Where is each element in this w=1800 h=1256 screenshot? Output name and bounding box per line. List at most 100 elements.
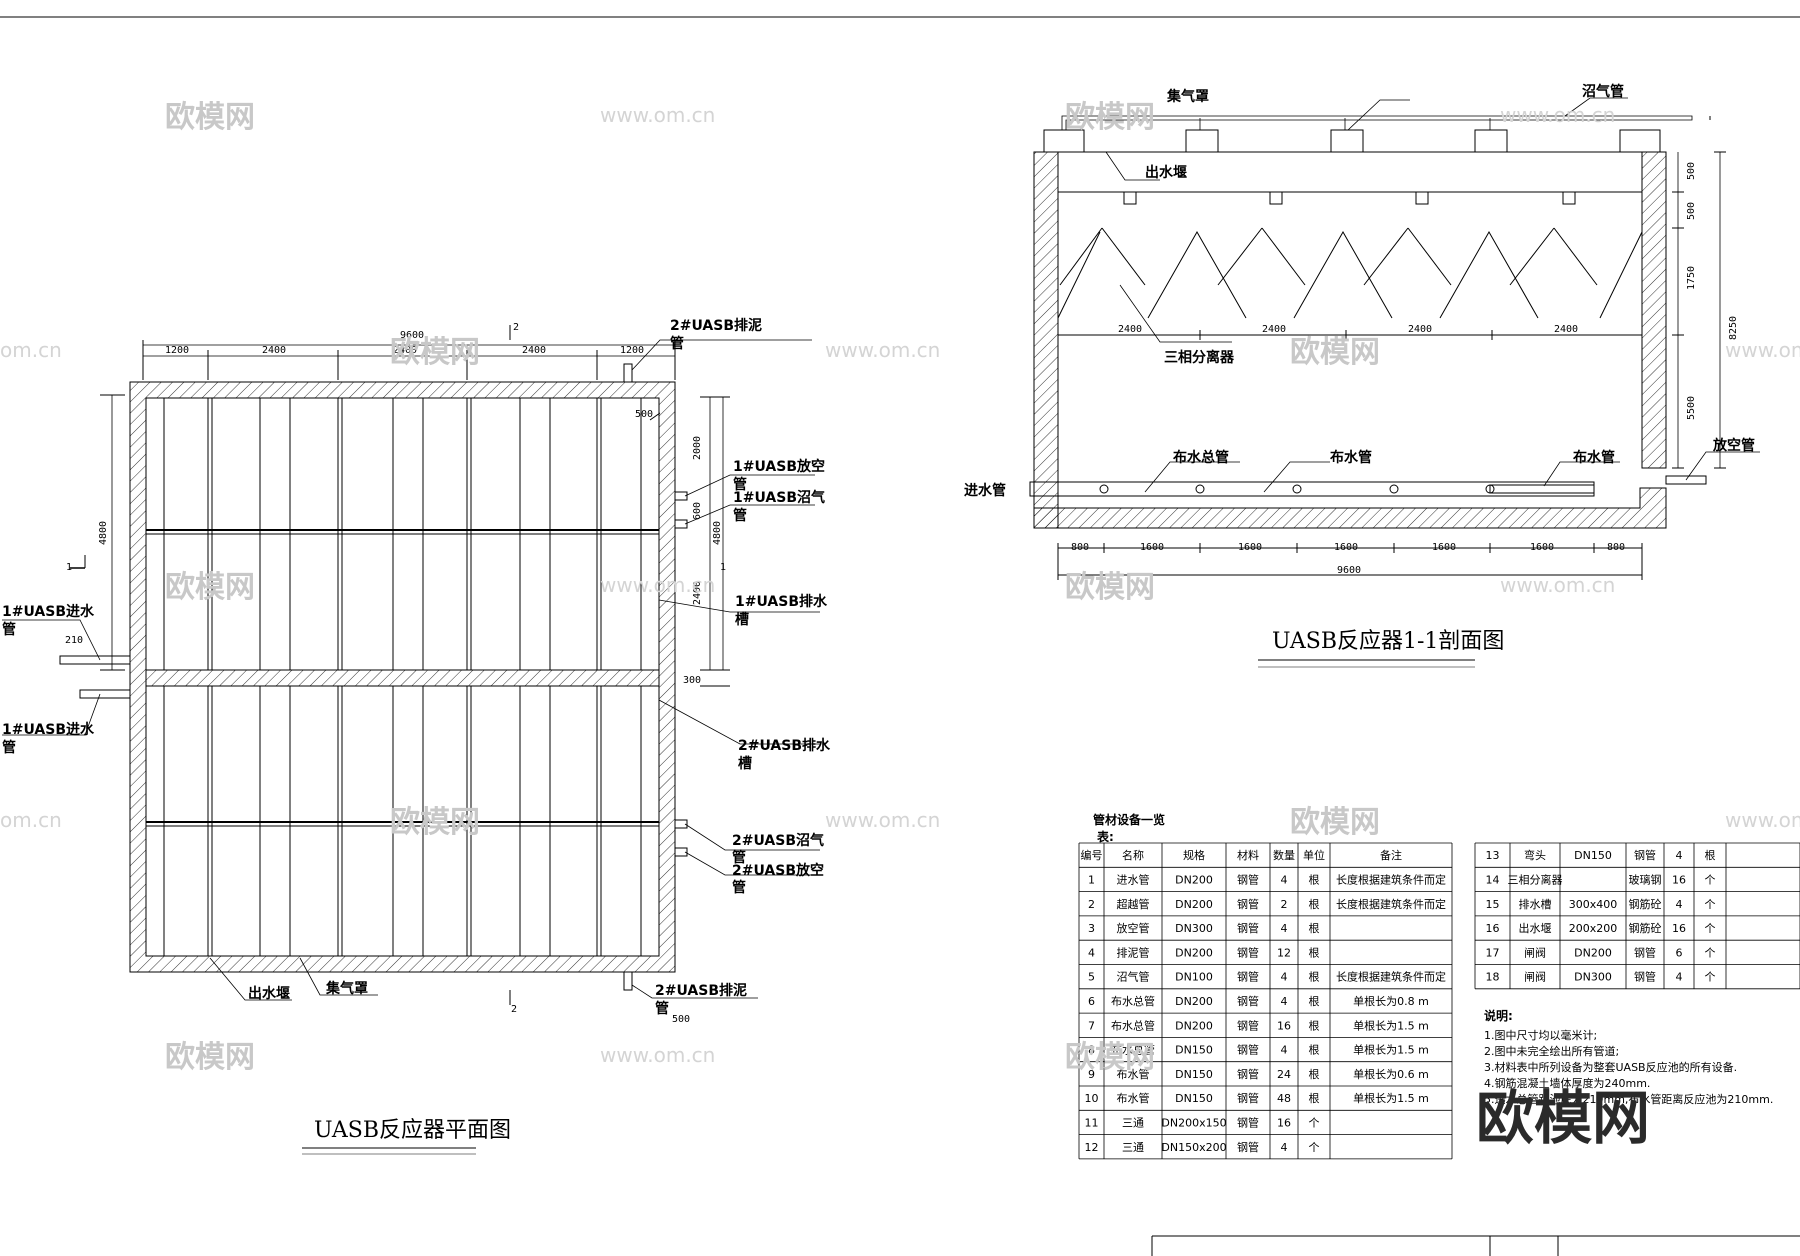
note-4: 4.钢筋混凝土墙体厚度为240mm. <box>1484 1076 1650 1090</box>
sec-sep-dim-3: 2400 <box>1408 324 1432 335</box>
table-cell: 200x200 <box>1569 922 1618 935</box>
plan-dim-5: 1200 <box>620 345 644 356</box>
table-cell: 单根长为1.5 m <box>1353 1043 1429 1057</box>
table-cell: 12 <box>1277 946 1291 959</box>
label-drain1: 1#UASB排水 <box>735 593 828 610</box>
watermark-logo: 欧模网 <box>165 100 255 135</box>
label-outlet-weir: 出水堰 <box>248 985 290 1002</box>
big-watermark: 欧模网 <box>1476 1084 1650 1152</box>
table-cell: 24 <box>1277 1068 1291 1081</box>
watermark-logo: 欧模网 <box>390 335 480 370</box>
watermark-logo: 欧模网 <box>1290 335 1380 370</box>
section-mark-right: 1 <box>720 562 726 573</box>
sec-right-dim-2: 500 <box>1686 202 1697 220</box>
table-cell: 2 <box>1281 898 1288 911</box>
note-1: 1.图中尺寸均以毫米计; <box>1484 1028 1597 1042</box>
table-cell: 布水管 <box>1117 1067 1150 1081</box>
table-cell: 根 <box>1309 1067 1320 1081</box>
table-cell: 根 <box>1309 1018 1320 1032</box>
notes-heading: 说明: <box>1484 1008 1513 1023</box>
sec-right-dim-3: 1750 <box>1686 266 1697 290</box>
sec-sep-dim-1: 2400 <box>1118 324 1142 335</box>
table-cell: 个 <box>1309 1116 1320 1129</box>
sec-label-separator: 三相分离器 <box>1164 349 1235 366</box>
table-cell: 三通 <box>1122 1141 1144 1154</box>
table-cell: 9 <box>1088 1068 1095 1081</box>
plan-right-dim-3: 4800 <box>712 521 723 545</box>
label-inlet1a-2: 管 <box>2 621 16 638</box>
sec-label-main-distributor: 布水总管 <box>1173 449 1229 466</box>
table-title: 管材设备一览 <box>1093 812 1165 827</box>
title-block <box>1151 1235 1800 1256</box>
table-cell: 弯头 <box>1524 848 1546 862</box>
sec-bottom-dim-3: 1600 <box>1238 542 1262 553</box>
sec-bottom-dim-7: 800 <box>1607 542 1625 553</box>
table-cell: 钢管 <box>1237 1091 1259 1105</box>
sec-label-distributor-1: 布水管 <box>1330 449 1372 466</box>
sec-bottom-dim-6: 1600 <box>1530 542 1554 553</box>
table-cell: 长度根据建筑条件而定 <box>1336 970 1446 984</box>
table-cell: 根 <box>1309 970 1320 984</box>
table-cell: 个 <box>1705 898 1716 911</box>
table-cell: 根 <box>1309 945 1320 959</box>
table-header-cell: 规格 <box>1183 848 1205 862</box>
table-cell: 4 <box>1281 971 1288 984</box>
watermark-logo: 欧模网 <box>390 805 480 840</box>
table-cell: 排水槽 <box>1519 897 1552 911</box>
label-sludge2-bot-2: 管 <box>655 1000 669 1017</box>
watermark-frag: om.cn <box>0 808 62 832</box>
table-cell: 钢筋砼 <box>1629 897 1662 911</box>
table-cell: 钢管 <box>1237 1115 1259 1129</box>
plan-right-dim-5: 300 <box>683 675 701 686</box>
watermark-url: www.om.cn <box>600 103 715 127</box>
section-mark-bottom: 2 <box>511 1004 517 1015</box>
table-cell: 钢管 <box>1634 945 1656 959</box>
table-header-cell: 材料 <box>1237 848 1259 862</box>
table-cell: 闸阀 <box>1524 970 1546 984</box>
table-cell: DN200 <box>1175 1019 1213 1032</box>
table-cell: 4 <box>1281 873 1288 886</box>
label-drain2: 2#UASB排水 <box>738 737 831 754</box>
label-sludge2-top: 2#UASB排泥 <box>670 317 762 334</box>
table-cell: DN150 <box>1175 1044 1213 1057</box>
label-inlet1b: 1#UASB进水 <box>2 721 95 738</box>
table-cell: 12 <box>1085 1141 1099 1154</box>
table-cell: 闸阀 <box>1524 945 1546 959</box>
watermarks: 欧模网 www.om.cn 欧模网 www.om.cn om.cn 欧模网 ww… <box>0 100 1800 1152</box>
plan-right-dim-1: 2000 <box>692 436 703 460</box>
table-cell: DN200x150 <box>1161 1116 1226 1129</box>
sec-label-distributor-2: 布水管 <box>1573 449 1615 466</box>
plan-right-dim-2: 600 <box>692 502 703 520</box>
table-cell: 超越管 <box>1117 897 1150 911</box>
table-cell: 根 <box>1309 1091 1320 1105</box>
sec-bottom-dim-5: 1600 <box>1432 542 1456 553</box>
sec-label-biogas-pipe: 沼气管 <box>1582 83 1624 100</box>
table-cell: 4 <box>1676 898 1683 911</box>
plan-view <box>2 325 820 1155</box>
table-cell: 4 <box>1676 849 1683 862</box>
table-cell: 13 <box>1486 849 1500 862</box>
table-cell: 4 <box>1281 1044 1288 1057</box>
table-cell: 7 <box>1088 1019 1095 1032</box>
table-cell: DN200 <box>1175 995 1213 1008</box>
label-drain2-2: 槽 <box>738 755 752 772</box>
label-vent2-2: 管 <box>732 879 746 896</box>
table-cell: 根 <box>1309 1043 1320 1057</box>
section-title: UASB反应器1-1剖面图 <box>1272 629 1504 654</box>
watermark-logo: 欧模网 <box>1065 570 1155 605</box>
plan-dim-4: 2400 <box>522 345 546 356</box>
table-cell: 根 <box>1309 897 1320 911</box>
table-cell: 4 <box>1281 995 1288 1008</box>
table-cell: 单根长为0.8 m <box>1353 994 1429 1008</box>
plan-dim-3: 2400 <box>393 345 417 356</box>
table-cell: 4 <box>1281 1141 1288 1154</box>
sec-height-total: 8250 <box>1728 316 1739 340</box>
table-header-cell: 单位 <box>1303 848 1325 862</box>
table-cell: 进水管 <box>1117 872 1150 886</box>
table-cell: 根 <box>1309 994 1320 1008</box>
plan-small-dim-2: 210 <box>65 635 83 646</box>
table-cell: 根 <box>1309 872 1320 886</box>
note-2: 2.图中未完全绘出所有管道; <box>1484 1044 1619 1058</box>
sec-label-inlet: 进水管 <box>964 482 1006 499</box>
